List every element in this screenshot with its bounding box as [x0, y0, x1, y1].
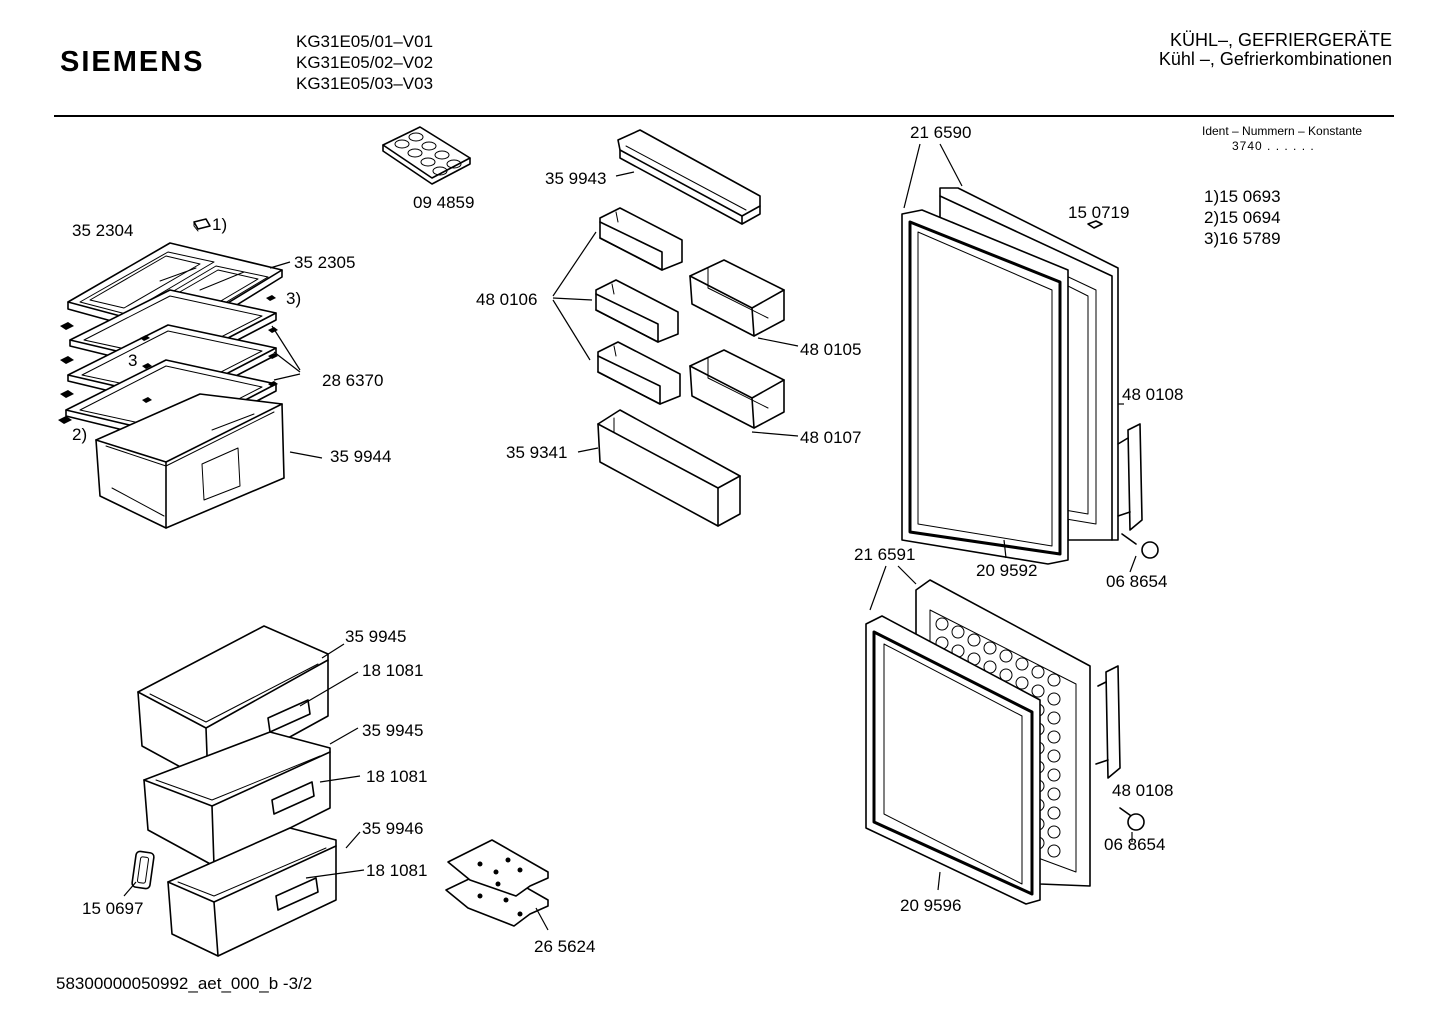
glass-shelf-stack: [58, 242, 283, 444]
part-callout-216590: 21 6590: [910, 123, 971, 142]
category-line-2: Kühl –, Gefrierkombinationen: [1158, 49, 1392, 69]
part-callout-359945b: 35 9945: [362, 721, 423, 740]
part-callout-359341: 35 9341: [506, 443, 567, 462]
part-callout-480107: 48 0107: [800, 428, 861, 447]
door-bin-small-3: [597, 341, 681, 405]
freezer-door-dimple: [935, 617, 949, 631]
footnote-1: 1)15 0693: [1204, 187, 1281, 206]
part-callout-480108a: 48 0108: [1122, 385, 1183, 404]
door-bin-long-top: [617, 129, 761, 225]
fridge-door-assembly: [901, 187, 1159, 565]
cold-accumulator-packs: [445, 839, 549, 927]
brand-logo: SIEMENS: [60, 46, 205, 78]
part-callout-note1: 1): [212, 215, 227, 234]
ident-label: Ident – Nummern – Konstante: [1202, 124, 1363, 138]
header-divider: [54, 115, 1394, 117]
part-callout-265624: 26 5624: [534, 937, 595, 956]
freezer-drawer-1: [137, 625, 329, 783]
part-callout-352305: 35 2305: [294, 253, 355, 272]
part-callout-286370: 28 6370: [322, 371, 383, 390]
callout-labels: 09 4859 35 2304 1) 35 2305 3) 3 28 6370 2) 35 99…: [72, 123, 1183, 956]
freezer-door-dimple: [1031, 665, 1045, 679]
product-category: KÜHL–, GEFRIERGERÄTE Kühl –, Gefrierkomb…: [1159, 31, 1392, 69]
part-callout-359944: 35 9944: [330, 447, 391, 466]
model-list: KG31E05/01–V01 KG31E05/02–V02 KG31E05/03…: [296, 31, 433, 94]
freezer-door-dimple: [1047, 673, 1061, 687]
egg-tray: [382, 126, 471, 185]
freezer-door-dimple: [1047, 730, 1061, 744]
footnote-2: 2)15 0694: [1204, 208, 1281, 227]
part-callout-359946: 35 9946: [362, 819, 423, 838]
part-callout-480106: 48 0106: [476, 290, 537, 309]
freezer-door-dimple: [1047, 711, 1061, 725]
part-callout-480105: 48 0105: [800, 340, 861, 359]
model-number: KG31E05/01–V01: [296, 32, 434, 51]
footnote-list: 1)15 0693 2)15 0694 3)16 5789: [1204, 186, 1281, 249]
freezer-door-dimple: [1047, 844, 1061, 858]
shelf-clip-part: [193, 218, 211, 232]
freezer-door-dimple: [1047, 768, 1061, 782]
part-callout-352304: 35 2304: [72, 221, 133, 240]
freezer-drawer-3: [167, 827, 337, 957]
model-number: KG31E05/03–V03: [296, 74, 434, 93]
part-callout-209592: 20 9592: [976, 561, 1037, 580]
part-callout-181081c: 18 1081: [366, 861, 427, 880]
part-callout-note3a: 3): [286, 289, 301, 308]
part-callout-480108b: 48 0108: [1112, 781, 1173, 800]
freezer-door-dimple: [951, 625, 965, 639]
part-callout-181081a: 18 1081: [362, 661, 423, 680]
part-callout-359943: 35 9943: [545, 169, 606, 188]
ident-constant: 3740 . . . . . .: [1232, 139, 1315, 153]
part-callout-068654b: 06 8654: [1104, 835, 1165, 854]
freezer-door-dimple: [983, 641, 997, 655]
part-callout-note3b: 3: [128, 351, 137, 370]
freezer-door-dimple: [1047, 806, 1061, 820]
freezer-door-dimple: [967, 633, 981, 647]
freezer-drawer-2: [143, 731, 331, 867]
model-number: KG31E05/02–V02: [296, 53, 434, 72]
leader-lines: [123, 143, 1137, 931]
door-bin-deep-1: [689, 259, 785, 337]
part-callout-note2: 2): [72, 425, 87, 444]
part-callout-216591: 21 6591: [854, 545, 915, 564]
footnote-3: 3)16 5789: [1204, 229, 1281, 248]
category-line-1: KÜHL–, GEFRIERGERÄTE: [1169, 30, 1392, 50]
door-bin-long-bottom: [597, 409, 741, 527]
freezer-door-dimple: [1047, 825, 1061, 839]
freezer-door-dimple: [999, 668, 1013, 682]
freezer-drawer-tab: [131, 850, 155, 890]
part-callout-359945a: 35 9945: [345, 627, 406, 646]
part-callout-094859: 09 4859: [413, 193, 474, 212]
part-callout-181081b: 18 1081: [366, 767, 427, 786]
part-callout-068654a: 06 8654: [1106, 572, 1167, 591]
door-bin-deep-2: [689, 349, 785, 429]
freezer-door-dimple: [1015, 676, 1029, 690]
freezer-door-dimple: [1031, 684, 1045, 698]
document-id: 58300000050992_aet_000_b -3/2: [56, 974, 313, 993]
part-callout-209596: 20 9596: [900, 896, 961, 915]
part-callout-150719: 15 0719: [1068, 203, 1129, 222]
door-bin-small-1: [599, 207, 683, 271]
freezer-door-dimple: [999, 649, 1013, 663]
part-callout-150697: 15 0697: [82, 899, 143, 918]
freezer-door-dimple: [1015, 657, 1029, 671]
crisper-drawer-upper: [95, 393, 285, 529]
door-bin-small-2: [595, 279, 679, 343]
freezer-door-dimple: [1047, 749, 1061, 763]
freezer-door-dimple: [1047, 787, 1061, 801]
freezer-door-dimple: [1047, 692, 1061, 706]
freezer-door-assembly: [865, 579, 1145, 905]
